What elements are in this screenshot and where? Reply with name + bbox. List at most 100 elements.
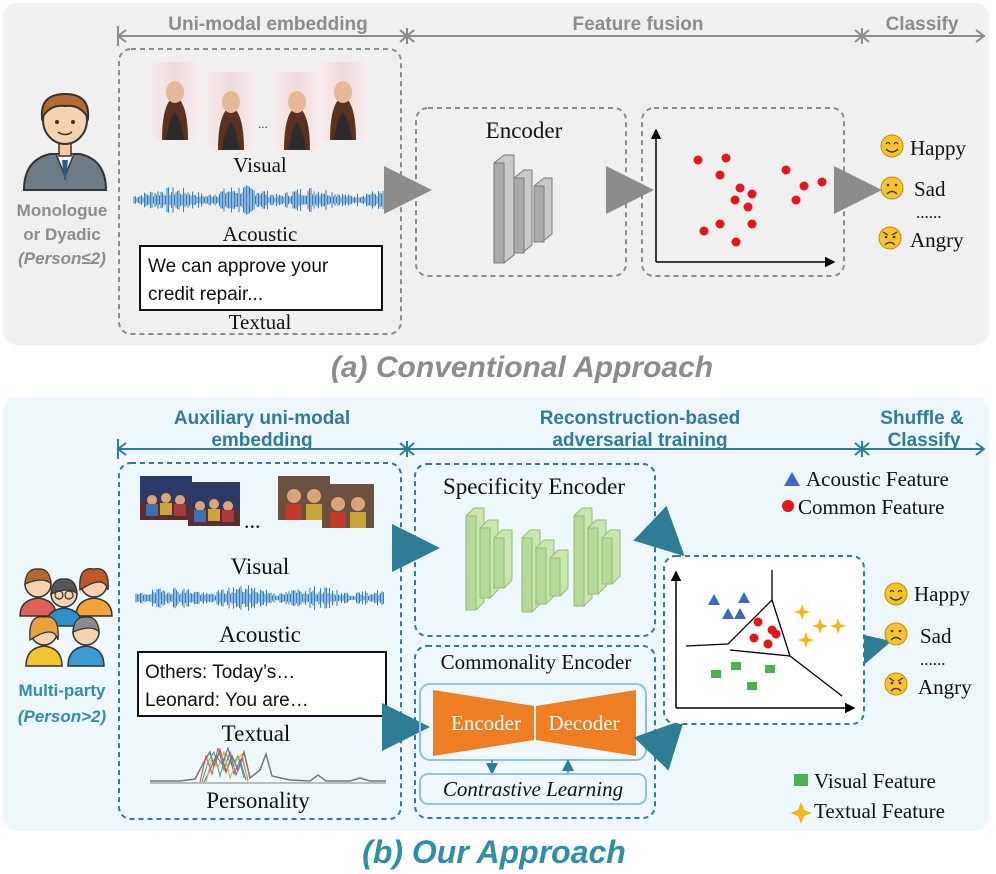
red-point xyxy=(747,219,757,229)
legend-visual-label: Visual Feature xyxy=(814,769,936,793)
stage-label-recon-line1: Reconstruction-based xyxy=(540,408,741,429)
stage-label-fusion: Feature fusion xyxy=(573,14,704,35)
encoder-box-label: Encoder xyxy=(451,711,521,735)
stage-label-classify: Classify xyxy=(886,14,959,35)
visual-point xyxy=(711,670,721,678)
legend-visual: Visual Feature xyxy=(794,769,936,793)
common-point xyxy=(749,633,759,643)
red-point xyxy=(747,189,757,199)
specificity-encoder-label: Specificity Encoder xyxy=(443,474,625,499)
sad-emoji-icon xyxy=(884,622,908,646)
textual-point xyxy=(794,604,810,620)
emotion-dots-a: ...... xyxy=(916,203,942,222)
commonality-encoder-label: Commonality Encoder xyxy=(441,650,632,674)
red-point xyxy=(743,202,753,212)
visual-point xyxy=(747,682,757,690)
happy-emoji-icon xyxy=(880,134,904,158)
common-point xyxy=(753,617,763,627)
text-box-a-line1: We can approve your xyxy=(148,256,329,277)
unimodal-box-b xyxy=(118,462,402,820)
caption-a: (a) Conventional Approach xyxy=(331,351,713,384)
emotion-dots-b: ...... xyxy=(920,650,946,669)
stage-label-shuffle-line1: Shuffle & xyxy=(880,408,964,429)
encoder-layer-front xyxy=(493,537,505,589)
common-point xyxy=(763,639,773,649)
red-point xyxy=(715,219,725,229)
red-point xyxy=(817,177,827,187)
textual-point xyxy=(798,632,814,648)
stage-label-recon-line2: adversarial training xyxy=(552,430,727,451)
waveform-a xyxy=(133,185,388,215)
red-point xyxy=(735,183,745,193)
frames-ellipsis-b: ... xyxy=(244,508,261,533)
text-box-b-line1: Others: Today’s… xyxy=(145,662,295,683)
visual-frames-a xyxy=(150,62,368,150)
emotion-sad-b: Sad xyxy=(920,624,952,648)
red-point xyxy=(731,237,741,247)
speaker-label-b-line2: (Person>2) xyxy=(18,707,107,726)
green-square-icon xyxy=(794,774,808,786)
frames-ellipsis-a: ... xyxy=(258,116,268,131)
stage-label-aux-line1: Auxiliary uni-modal xyxy=(174,408,350,429)
textual-point xyxy=(830,618,846,634)
emotion-angry-b: Angry xyxy=(918,675,972,699)
encoder-layer-front xyxy=(479,527,491,599)
common-point xyxy=(771,629,781,639)
emotion-list-b: Happy Sad ...... Angry xyxy=(884,582,972,699)
feature-space-box xyxy=(663,555,865,725)
red-point xyxy=(781,165,791,175)
panel-a-stage-bar xyxy=(116,26,986,46)
contrastive-label: Contrastive Learning xyxy=(443,777,623,801)
emotion-angry-a: Angry xyxy=(910,228,964,252)
angry-emoji-icon xyxy=(878,226,902,250)
acoustic-point xyxy=(722,608,734,619)
speaker-label-line2: or Dyadic xyxy=(23,225,100,244)
feature-points-b xyxy=(708,592,846,690)
red-point xyxy=(730,195,740,205)
legend-acoustic: Acoustic Feature xyxy=(784,467,949,491)
legend-acoustic-label: Acoustic Feature xyxy=(806,467,949,491)
red-point xyxy=(693,155,703,165)
stage-label-shuffle-line2: Classify xyxy=(888,430,961,451)
encoder-layer-front xyxy=(549,557,561,597)
blue-triangle-icon xyxy=(784,472,800,486)
textual-label-a: Textual xyxy=(229,310,292,334)
waveform-path xyxy=(135,585,384,611)
legend-textual-label: Textual Feature xyxy=(814,799,945,823)
red-point xyxy=(799,181,809,191)
arrow-b-comm-out xyxy=(633,719,685,771)
arrow-b-spec-out xyxy=(633,505,685,557)
legend-textual: Textual Feature xyxy=(790,799,945,824)
red-point xyxy=(721,153,731,163)
decoder-box-label: Decoder xyxy=(548,711,619,735)
encoder-layer-front xyxy=(573,515,585,607)
textual-point xyxy=(812,618,828,634)
encoder-label-a: Encoder xyxy=(486,118,563,143)
visual-point xyxy=(765,665,775,673)
panel-b-stage-bar xyxy=(116,439,986,459)
acoustic-label-a: Acoustic xyxy=(223,222,298,246)
visual-frames-b xyxy=(140,476,374,528)
stage-label-aux-line2: embedding xyxy=(211,430,312,451)
decoder-trapezoid xyxy=(536,690,636,756)
speaker-label-line3: (Person≤2) xyxy=(18,249,106,268)
text-box-b xyxy=(137,651,387,717)
emotion-happy-a: Happy xyxy=(910,136,966,160)
encoder-layer-front xyxy=(465,515,477,611)
text-box-a xyxy=(139,245,383,311)
sad-emoji-icon xyxy=(880,176,904,200)
contrastive-frame xyxy=(419,773,647,805)
legend-common-label: Common Feature xyxy=(798,495,944,519)
visual-label-b: Visual xyxy=(231,554,290,579)
acoustic-point xyxy=(734,608,746,619)
encoder-blocks-a xyxy=(493,154,553,264)
happy-emoji-icon xyxy=(884,582,908,606)
specificity-blocks xyxy=(465,507,621,613)
single-person-icon xyxy=(22,92,108,191)
encoder-layer-front xyxy=(535,547,547,605)
acoustic-point xyxy=(738,592,750,603)
speaker-label-b-line1: Multi-party xyxy=(19,681,106,700)
angry-emoji-icon xyxy=(884,672,908,696)
group-people-icon xyxy=(19,568,113,667)
